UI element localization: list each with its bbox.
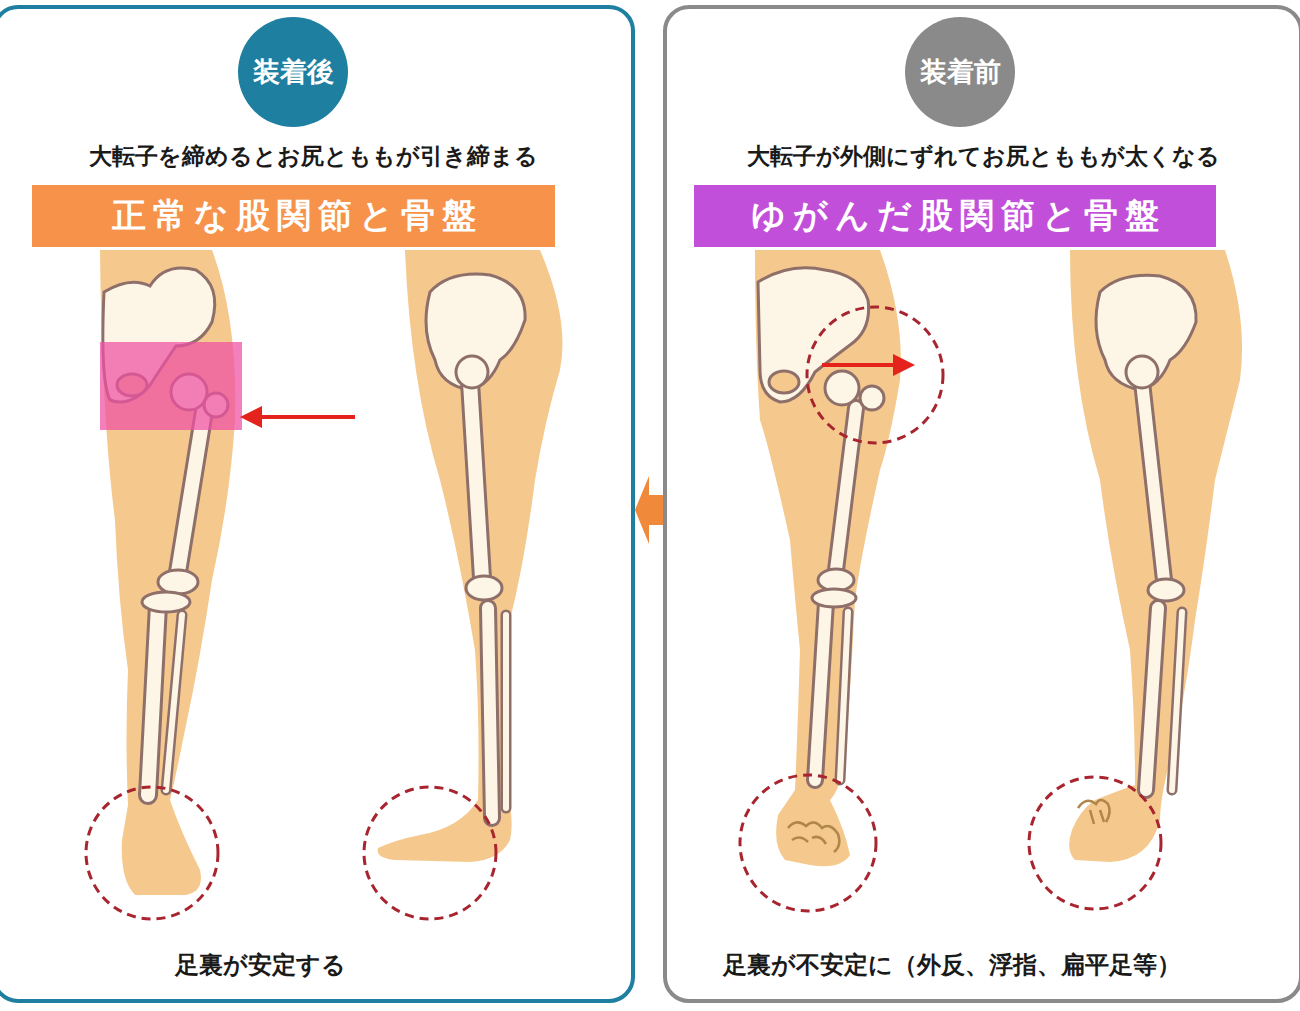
badge-label: 装着前: [920, 54, 1001, 90]
tibia-bone: [815, 602, 826, 780]
femur-head: [1126, 356, 1158, 388]
fibula-outline: [1172, 612, 1182, 790]
shift-arrow-head: [893, 354, 915, 376]
band-label: 正常な股関節と骨盤: [105, 193, 483, 239]
tibia-bone: [1146, 608, 1158, 790]
tibia-outline: [148, 605, 158, 795]
heading-band: 正常な股関節と骨盤: [32, 185, 555, 247]
transition-arrow: [635, 476, 663, 544]
tibia-plateau: [812, 589, 856, 607]
leg-skin: [755, 250, 901, 866]
femur-head: [825, 371, 859, 405]
panel-subtitle: 大転子が外側にずれてお尻とももが太くなる: [667, 141, 1299, 172]
curled-toes: [788, 822, 839, 852]
after-panel: 大転子を締めるとお尻とももが引き締まる足裏が安定する 装着後正常な股関節と骨盤: [0, 5, 635, 1003]
trochanter-highlight: [100, 342, 242, 430]
knee-bone: [1148, 579, 1184, 601]
heading-band: ゆがんだ股関節と骨盤: [694, 185, 1216, 247]
foot-focus-circle: [740, 775, 876, 911]
arrow-shaft: [649, 495, 663, 525]
femur-bone: [836, 408, 856, 570]
knee-bone: [158, 570, 198, 594]
tibia-bone: [148, 605, 158, 795]
femur-outline: [178, 405, 205, 572]
panel-subtitle: 大転子を締めるとお尻とももが引き締まる: [0, 141, 631, 172]
fibula-bone: [503, 615, 509, 808]
foot-focus-circle: [364, 787, 496, 919]
femur-bone: [1142, 382, 1164, 580]
tibia-outline: [488, 608, 492, 818]
fibula-outline: [840, 612, 848, 780]
femur-bone: [470, 382, 482, 578]
femur-head: [456, 356, 488, 388]
pelvis-bone: [1096, 275, 1196, 390]
badge-circle: 装着前: [905, 17, 1015, 127]
band-label: ゆがんだ股関節と骨盤: [744, 193, 1166, 239]
pelvis-bone: [426, 274, 525, 390]
pelvis-hole: [769, 371, 799, 393]
tighten-arrow: [258, 415, 355, 419]
panel-caption: 足裏が安定する: [175, 949, 346, 981]
panel-caption: 足裏が不安定に（外反、浮指、扁平足等）: [723, 949, 1181, 981]
leg-skin: [1069, 250, 1242, 862]
fibula-bone: [1172, 612, 1182, 790]
greater-trochanter: [860, 386, 884, 410]
femur-bone: [178, 405, 205, 572]
fibula-bone: [840, 612, 848, 780]
before-panel: 大転子が外側にずれてお尻とももが太くなる足裏が不安定に（外反、浮指、扁平足等） 装…: [663, 5, 1300, 1003]
hip-focus-circle: [807, 307, 943, 443]
fibula-outline: [501, 615, 512, 808]
foot-focus-circle: [1029, 777, 1161, 909]
arrow-head: [635, 476, 649, 544]
femur-outline: [470, 382, 482, 578]
femur-outline: [1142, 382, 1164, 580]
femur-outline: [836, 408, 856, 570]
tibia-outline: [815, 602, 826, 780]
fibula-outline: [166, 615, 182, 790]
badge-label: 装着後: [253, 54, 334, 90]
tibia-plateau: [142, 592, 190, 612]
shift-arrow: [822, 363, 897, 367]
tibia-outline: [1146, 608, 1158, 790]
tighten-arrow-head: [240, 406, 262, 428]
fibula-bone: [166, 615, 182, 790]
badge-circle: 装着後: [238, 17, 348, 127]
knee-bone: [466, 576, 502, 600]
leg-skin: [378, 250, 563, 862]
curled-toes: [1078, 800, 1110, 824]
tibia-bone: [488, 608, 492, 818]
foot-focus-circle: [86, 787, 218, 919]
